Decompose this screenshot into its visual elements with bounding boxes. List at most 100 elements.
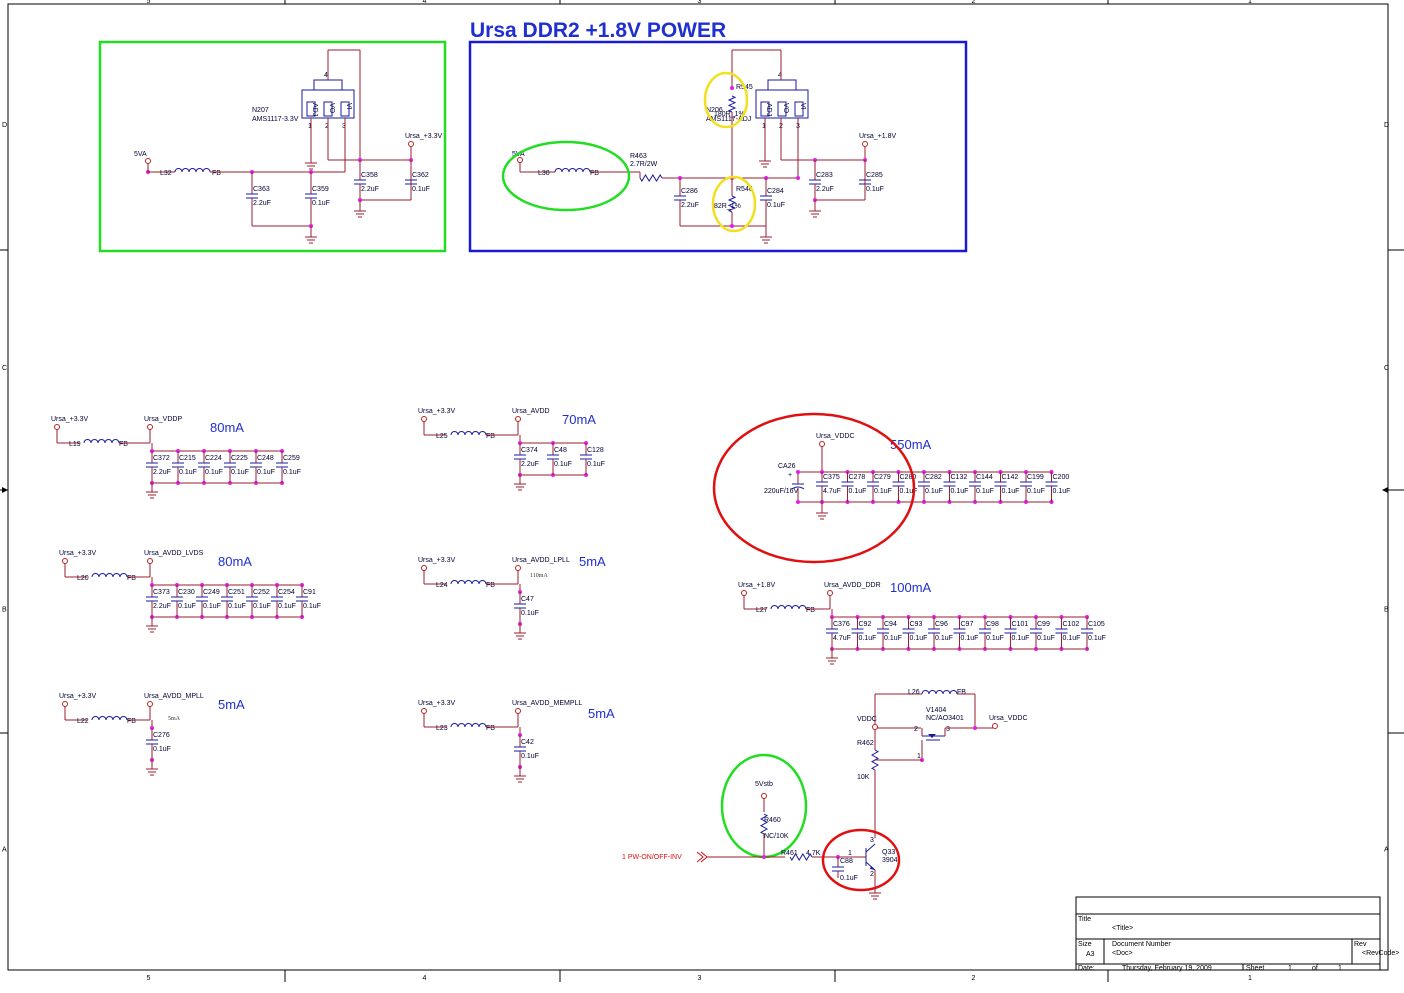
capacitor-ref: C199	[1027, 474, 1044, 481]
capacitor-value: 0.1uF	[1002, 488, 1020, 495]
title-block-label: of	[1312, 965, 1318, 972]
net-port	[515, 416, 521, 422]
net-label: Ursa_+3.3V	[418, 557, 455, 564]
transistor-npn	[865, 843, 876, 871]
inductor-value: FB	[486, 433, 495, 440]
capacitor-value: 0.1uF	[884, 635, 902, 642]
inductor-value: FB	[127, 718, 136, 725]
title-block	[1075, 896, 1381, 971]
capacitor-value: 2.2uF	[153, 469, 171, 476]
border-row-label: B	[1384, 607, 1389, 614]
inductor	[450, 580, 487, 585]
note-label: 5mA	[168, 716, 181, 722]
net-label: Ursa_AVDD_MEMPLL	[512, 700, 582, 707]
title-block-doc: <Doc>	[1112, 950, 1133, 957]
capacitor	[146, 462, 158, 468]
capacitor-value: 2.2uF	[681, 202, 699, 209]
capacitor-value: 2.2uF	[153, 603, 171, 610]
capacitor-ref: C98	[986, 621, 999, 628]
capacitor	[969, 481, 981, 487]
capacitor	[867, 481, 879, 487]
net-label: Ursa_+1.8V	[738, 582, 775, 589]
current-label: 80mA	[210, 420, 244, 435]
capacitor-ref: C230	[178, 589, 195, 596]
pin-name: ADJ	[765, 103, 772, 116]
highlight-box-green	[98, 40, 447, 253]
note-label: 110mA	[530, 573, 548, 579]
ground-symbol	[514, 771, 526, 783]
net-port	[517, 157, 523, 163]
capacitor-ref: C278	[849, 474, 866, 481]
border-row-label: D	[1384, 122, 1389, 129]
border-row-label: C	[2, 365, 7, 372]
capacitor-ref: CA26	[778, 463, 796, 470]
fet-value: NC/AO3401	[926, 715, 964, 722]
ground-symbol	[305, 232, 317, 244]
capacitor-ref: C47	[521, 596, 534, 603]
net-port	[147, 701, 153, 707]
inductor	[770, 605, 807, 610]
inductor-ref: L24	[436, 582, 448, 589]
capacitor-value: 0.1uF	[228, 603, 246, 610]
capacitor-ref: C132	[951, 474, 968, 481]
highlight-ellipse-yellow	[703, 71, 749, 129]
capacitor	[547, 454, 559, 460]
current-label: 5mA	[588, 706, 615, 721]
net-label: VDDC	[857, 716, 877, 723]
net-label: Ursa_AVDD_DDR	[824, 582, 881, 589]
current-label: 5mA	[579, 554, 606, 569]
capacitor	[198, 462, 210, 468]
resistor-ref: R460	[764, 817, 781, 824]
net-port	[741, 590, 747, 596]
resistor-value: 82R_1%	[714, 203, 741, 210]
capacitor	[928, 628, 940, 634]
capacitor	[1020, 481, 1032, 487]
highlight-ellipse-yellow	[711, 175, 757, 233]
pin-number: 3	[946, 726, 950, 733]
capacitor	[791, 486, 805, 490]
capacitor	[1055, 628, 1068, 634]
net-port	[62, 701, 68, 707]
capacitor-ref: C282	[925, 474, 942, 481]
capacitor-ref: C94	[884, 621, 897, 628]
capacitor-value: 0.1uF	[1012, 635, 1030, 642]
capacitor-ref: C363	[253, 186, 270, 193]
title-block-label: Title	[1078, 916, 1091, 923]
current-label: 550mA	[890, 437, 932, 452]
capacitor-ref: C259	[283, 455, 300, 462]
net-label: Ursa_+1.8V	[859, 133, 896, 140]
inductor-ref: L25	[436, 433, 448, 440]
capacitor	[943, 481, 956, 487]
capacitor-value: 4.7uF	[823, 488, 841, 495]
capacitor-ref: C362	[412, 172, 429, 179]
pin-number: 1	[308, 123, 312, 130]
inductor	[554, 168, 591, 173]
capacitor	[1030, 628, 1042, 634]
inductor	[91, 716, 128, 721]
net-label: Ursa_AVDD_MPLL	[144, 693, 204, 700]
net-label: Ursa_+3.3V	[405, 133, 442, 140]
capacitor	[305, 193, 317, 199]
capacitor-ref: C96	[935, 621, 948, 628]
inductor-ref: L26	[908, 689, 920, 696]
highlight-ellipse-red	[712, 412, 916, 564]
capacitor-value: 0.1uF	[986, 635, 1004, 642]
capacitor-value: 0.1uF	[849, 488, 867, 495]
capacitor-ref: C142	[1002, 474, 1019, 481]
ground-symbol	[146, 621, 158, 633]
ground-symbol	[809, 206, 821, 218]
capacitor-value: 0.1uF	[951, 488, 969, 495]
mosfet	[922, 734, 945, 741]
capacitor	[196, 596, 208, 602]
capacitor	[514, 746, 526, 752]
capacitor-ref: C375	[823, 474, 840, 481]
capacitor-ref: C249	[203, 589, 220, 596]
inductor-ref: L22	[77, 718, 89, 725]
net-port	[62, 558, 68, 564]
title-block-label: Document Number	[1112, 941, 1171, 948]
pin-number: 3	[342, 123, 346, 130]
title-block-label: Rev	[1354, 941, 1367, 948]
capacitor	[826, 628, 838, 634]
resistor	[727, 95, 737, 113]
